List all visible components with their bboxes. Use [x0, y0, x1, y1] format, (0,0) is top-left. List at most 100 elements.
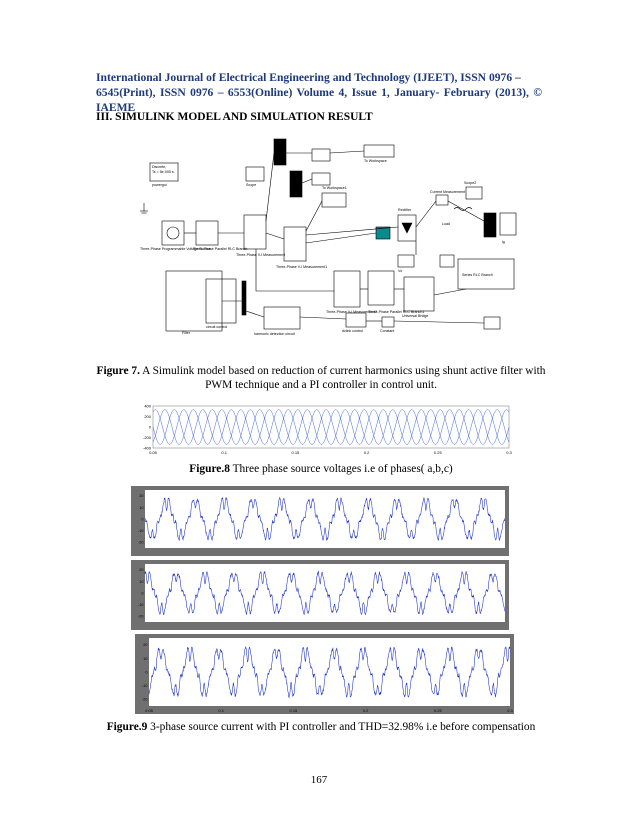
- figure7-simulink-model: Discrete, Ts = 5e-005 s. powergui Three-…: [136, 131, 536, 336]
- vi-meas2-block: [283, 226, 307, 262]
- vo-label: Vo: [398, 269, 402, 273]
- journal-header-line2: 6545(Print), ISSN 0976 – 6553(Online) Vo…: [96, 86, 542, 114]
- y-tick-label: 20: [143, 643, 147, 647]
- y-tick-label: -10: [142, 684, 148, 688]
- x-tick-label: 0.25: [434, 708, 443, 713]
- voltage-source-block: [161, 220, 185, 246]
- journal-header: International Journal of Electrical Engi…: [96, 70, 542, 115]
- load-label: Load: [442, 222, 450, 226]
- x-tick-label: 0.2: [364, 450, 370, 455]
- x-tick-label: 0.15: [292, 450, 301, 455]
- y-tick-label: 0: [141, 517, 143, 521]
- rlc-label: Three-Phase Parallel RLC Branch: [193, 247, 247, 251]
- mux-block-2: [289, 170, 303, 198]
- vi3-label: Three-Phase V-I Measurement2: [326, 310, 377, 314]
- x-tick-label: 0.2: [363, 708, 369, 713]
- figure9-current-chart: 20 10 0 -10 -20 20 10 0 -10 -20 20 10 0 -10 -20 0.05 0.1…: [131, 486, 514, 716]
- simulink-diagram: Discrete, Ts = 5e-005 s. powergui Three-…: [140, 138, 517, 336]
- parallel-rlc1-block: [367, 270, 395, 306]
- figure7-caption-label: Figure 7.: [96, 365, 140, 377]
- x-tick-label: 0.05: [145, 708, 154, 713]
- y-tick-label: 20: [139, 568, 143, 572]
- powergui-block: [149, 162, 179, 182]
- y-tick-label: -10: [138, 603, 144, 607]
- rlc-block: [195, 220, 219, 246]
- panel-plot-area: [149, 638, 510, 706]
- to-workspace1-label: To Workspace1: [322, 186, 347, 190]
- current-chart-svg: 20 10 0 -10 -20 20 10 0 -10 -20 20 10 0 -10 -20 0.05 0.1…: [131, 486, 514, 714]
- vi-meas1-block: [243, 214, 267, 250]
- x-tick-label: 0.05: [149, 450, 158, 455]
- ig-label: ig: [502, 240, 505, 244]
- figure7-caption-text: A Simulink model based on reduction of c…: [142, 365, 546, 391]
- current-series-line: [144, 570, 506, 616]
- scope-block: [245, 166, 265, 182]
- control-bus: [241, 280, 247, 316]
- universal-bridge-label: Universal Bridge: [402, 314, 428, 318]
- figure8-caption-label: Figure.8: [189, 463, 230, 475]
- source-label: Three-Phase Programmable Voltage Source: [140, 247, 211, 251]
- constant-block: [381, 316, 395, 328]
- harmonic-label: harmonic detection circuit: [254, 332, 295, 336]
- figure7-caption: Figure 7. A Simulink model based on redu…: [96, 364, 546, 392]
- y-tick-label: -20: [138, 615, 144, 619]
- series-rlc-block: [457, 258, 515, 290]
- journal-header-line1: International Journal of Electrical Engi…: [96, 71, 521, 84]
- current-meas-label: Current Measurement: [430, 190, 465, 194]
- y-tick-label: 10: [139, 506, 143, 510]
- panel-plot-area: [145, 490, 505, 548]
- y-tick-label: 0: [145, 670, 147, 674]
- to-workspace-block: [363, 144, 395, 158]
- y-tick-label: -20: [142, 698, 148, 702]
- x-tick-label: 0.3: [506, 450, 512, 455]
- harmonic-block: [263, 306, 301, 330]
- figure8-caption-text: Three phase source voltages i.e of phase…: [232, 463, 453, 475]
- y-tick-label: -10: [138, 529, 144, 533]
- discrete-label: Discrete,: [152, 165, 166, 169]
- x-tick-label: 0.1: [221, 450, 227, 455]
- universal-bridge-block: [403, 276, 435, 312]
- panel-plot-area: [145, 564, 505, 622]
- y-tick-label: 10: [139, 580, 143, 584]
- y-tick-label: 10: [143, 657, 147, 661]
- to-workspace-label: To Workspace: [364, 159, 387, 163]
- y-tick-label: -400: [143, 446, 152, 451]
- ig-mux: [483, 212, 497, 238]
- y-tick-label: 0: [149, 425, 152, 430]
- plot-area: [152, 405, 510, 449]
- y-tick-label: -200: [143, 435, 152, 440]
- vi1-label: Three-Phase V-I Measurement: [236, 253, 285, 257]
- x-tick-label: 0.1: [218, 708, 224, 713]
- parallel-rlc1-label: Three-Phase Parallel RLC Branch1: [368, 310, 424, 314]
- x-tick-label: 0.15: [290, 708, 299, 713]
- vi-meas3-block: [333, 270, 361, 308]
- dclink-control-block: [345, 312, 367, 328]
- powergui-label: powergui: [152, 183, 167, 187]
- current-series-line: [148, 646, 511, 699]
- rectifier-label: Rectifier: [398, 208, 412, 212]
- x-tick-label: 0.25: [434, 450, 443, 455]
- y-tick-label: 400: [144, 404, 151, 409]
- y-tick-label: -20: [138, 541, 144, 545]
- voltage-series-line: [152, 409, 510, 445]
- figure8-caption: Figure.8 Three phase source voltages i.e…: [96, 462, 546, 476]
- section-title: III. SIMULINK MODEL AND SIMULATION RESUL…: [96, 111, 373, 123]
- y-tick-label: 20: [139, 494, 143, 498]
- y-tick-label: 0: [141, 591, 143, 595]
- page-number: 167: [310, 774, 328, 786]
- figure9-caption: Figure.9 3-phase source current with PI …: [96, 720, 546, 734]
- ts-label: Ts = 5e-005 s.: [152, 170, 175, 174]
- y-tick-label: 200: [144, 414, 151, 419]
- scope2-label: Scope2: [464, 181, 476, 185]
- current-series-line: [144, 496, 506, 542]
- dclink-label: dclink control: [342, 329, 363, 333]
- circuit-control-label: circuit control: [206, 325, 227, 329]
- figure9-caption-label: Figure.9: [106, 721, 148, 733]
- figure9-caption-text: 3-phase source current with PI controlle…: [150, 721, 536, 733]
- x-tick-label: 0.3: [507, 708, 513, 713]
- scope-label: Scope: [246, 183, 256, 187]
- filter-label: Filter: [182, 331, 191, 335]
- constant-label: Constant: [380, 329, 394, 333]
